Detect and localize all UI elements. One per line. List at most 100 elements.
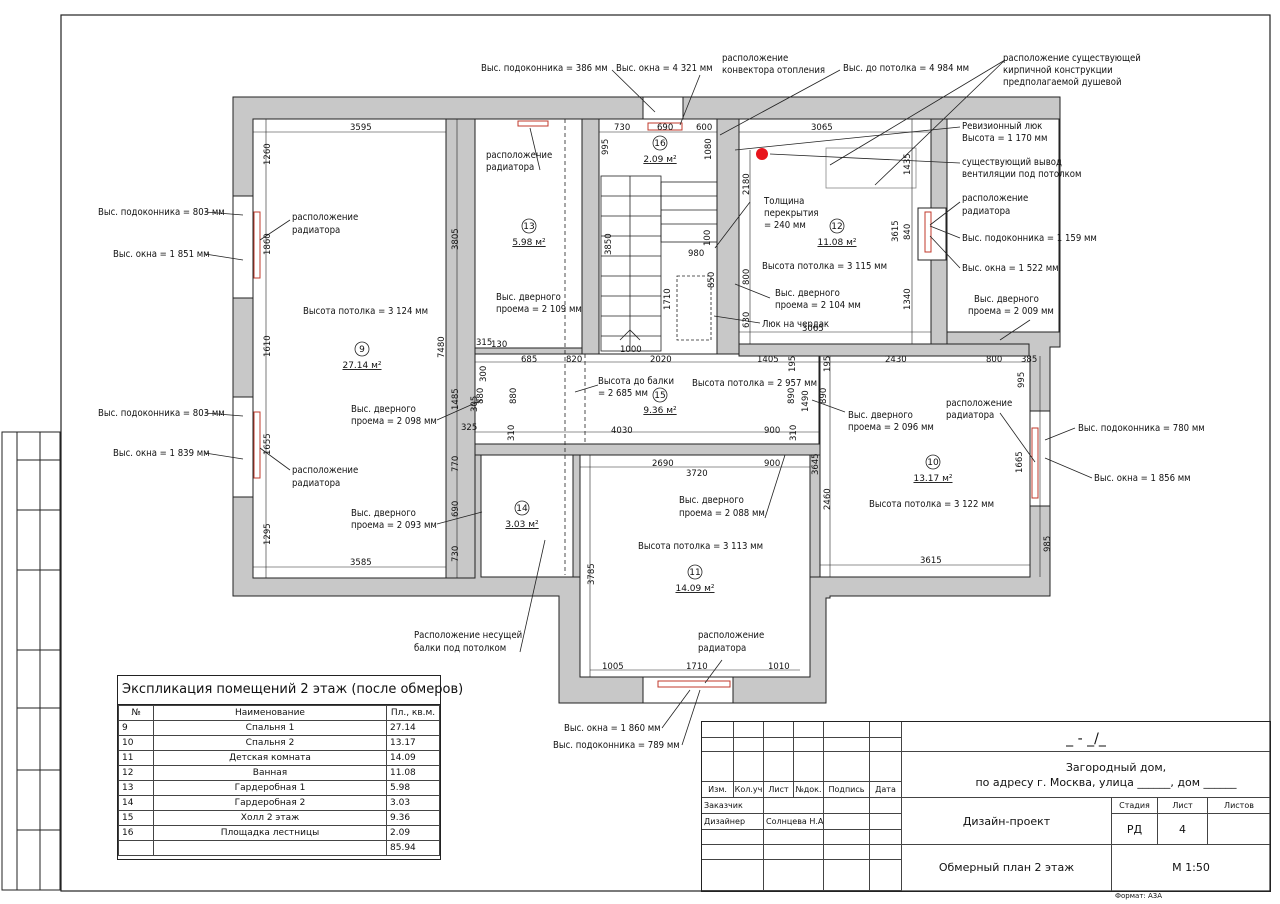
room-10 [819, 355, 1031, 578]
svg-text:14.09 м²: 14.09 м² [675, 584, 714, 594]
designer-name: Солнцева Н.А. [764, 814, 824, 830]
svg-text:800: 800 [742, 269, 752, 285]
svg-text:Высота потолка = 3 122 мм: Высота потолка = 3 122 мм [869, 499, 994, 510]
title-block: Изм. Кол.уч Лист №док. Подпись Дата Зака… [701, 721, 1271, 892]
svg-text:Выс. дверного: Выс. дверного [679, 495, 744, 506]
svg-text:расположение: расположение [486, 150, 552, 161]
svg-text:880: 880 [509, 388, 519, 404]
svg-text:расположение: расположение [722, 53, 788, 64]
svg-text:Выс. дверного: Выс. дверного [496, 292, 561, 303]
svg-text:820: 820 [566, 355, 582, 365]
address-line-2: по адресу г. Москва, улица ______, дом _… [975, 776, 1237, 789]
svg-text:1860: 1860 [263, 233, 273, 255]
room-11 [579, 454, 811, 678]
svg-text:Выс. окна = 1 522 мм: Выс. окна = 1 522 мм [962, 263, 1059, 274]
room-number: 9 [359, 345, 365, 355]
svg-text:12: 12 [831, 222, 842, 232]
col-header-area: Пл., кв.м. [386, 705, 440, 721]
svg-text:Выс. окна = 1 860 мм: Выс. окна = 1 860 мм [564, 723, 661, 734]
svg-text:3065: 3065 [802, 324, 824, 334]
svg-text:730: 730 [614, 123, 630, 133]
svg-text:расположение: расположение [946, 398, 1012, 409]
svg-text:3615: 3615 [891, 220, 901, 242]
dimension-labels: 3595 3585 1260 1860 1610 1655 1295 3805 … [263, 123, 1053, 672]
svg-text:2460: 2460 [823, 488, 833, 510]
svg-text:расположение: расположение [698, 630, 764, 641]
svg-text:Выс. окна = 1 851 мм: Выс. окна = 1 851 мм [113, 249, 210, 260]
room-13 [474, 118, 583, 349]
svg-text:проема = 2 009 мм: проема = 2 009 мм [968, 306, 1054, 317]
svg-text:радиатора: радиатора [698, 643, 746, 654]
format-label: Формат: А3А [1115, 892, 1163, 900]
svg-text:1665: 1665 [1015, 451, 1025, 473]
stage-header: Стадия [1112, 798, 1158, 814]
ventilation-outlet-marker [756, 148, 768, 160]
svg-text:3720: 3720 [686, 469, 708, 479]
svg-text:310: 310 [507, 425, 517, 441]
svg-text:проема = 2 098 мм: проема = 2 098 мм [351, 416, 437, 427]
svg-text:300: 300 [479, 366, 489, 382]
room-tag-16: 16 2.09 м² [643, 135, 677, 165]
svg-text:1610: 1610 [263, 335, 273, 357]
svg-text:730: 730 [451, 546, 461, 562]
svg-text:13.17 м²: 13.17 м² [913, 474, 952, 484]
svg-text:14: 14 [516, 504, 528, 514]
svg-text:630: 630 [742, 312, 752, 328]
svg-text:985: 985 [1043, 536, 1053, 552]
svg-text:Толщина: Толщина [763, 196, 804, 207]
svg-text:Выс. окна = 4 321 мм: Выс. окна = 4 321 мм [616, 63, 713, 74]
svg-text:1080: 1080 [704, 138, 714, 160]
sheet-frame [60, 14, 1271, 892]
svg-text:перекрытия: перекрытия [764, 208, 819, 219]
svg-text:проема = 2 104 мм: проема = 2 104 мм [775, 300, 861, 311]
svg-text:кирпичной конструкции: кирпичной конструкции [1003, 65, 1113, 76]
svg-text:2180: 2180 [742, 173, 752, 195]
sheet-header: Лист [1158, 798, 1208, 814]
svg-text:195: 195 [788, 356, 798, 372]
svg-text:проема = 2 088 мм: проема = 2 088 мм [679, 508, 765, 519]
svg-text:315: 315 [476, 338, 492, 348]
shower-structure [825, 147, 917, 189]
svg-text:Выс. окна = 1 839 мм: Выс. окна = 1 839 мм [113, 448, 210, 459]
svg-text:690: 690 [451, 501, 461, 517]
svg-text:15: 15 [654, 391, 665, 401]
svg-text:расположение существующей: расположение существующей [1003, 53, 1141, 64]
svg-text:Высота потолка = 3 113 мм: Высота потолка = 3 113 мм [638, 541, 763, 552]
svg-text:2.09 м²: 2.09 м² [643, 155, 677, 165]
col-header-num: № [118, 705, 154, 721]
svg-text:325: 325 [461, 423, 477, 433]
svg-text:проема = 2 093 мм: проема = 2 093 мм [351, 520, 437, 531]
svg-text:1710: 1710 [686, 662, 708, 672]
svg-text:3615: 3615 [920, 556, 942, 566]
svg-text:Выс. подоконника = 789 мм: Выс. подоконника = 789 мм [553, 740, 680, 751]
col-list: Лист [764, 782, 794, 798]
stage-value: РД [1112, 814, 1158, 845]
svg-text:Выс. дверного: Выс. дверного [974, 294, 1039, 305]
svg-text:радиатора: радиатора [946, 410, 994, 421]
svg-text:11.08 м²: 11.08 м² [817, 238, 856, 248]
svg-text:1010: 1010 [768, 662, 790, 672]
address-line-1: Загородный дом, [1065, 761, 1167, 774]
svg-text:3595: 3595 [350, 123, 372, 133]
binding-strip [1, 431, 61, 891]
svg-text:10: 10 [927, 458, 939, 468]
room-tag-13: 13 5.98 м² [512, 218, 546, 248]
svg-text:Высота потолка = 2 957 мм: Высота потолка = 2 957 мм [692, 378, 817, 389]
svg-text:1405: 1405 [757, 355, 779, 365]
svg-text:995: 995 [601, 139, 611, 155]
svg-text:13: 13 [523, 222, 534, 232]
svg-text:1435: 1435 [903, 153, 913, 175]
svg-text:существующий вывод: существующий вывод [962, 157, 1062, 168]
svg-text:Выс. подоконника = 1 159 мм: Выс. подоконника = 1 159 мм [962, 233, 1097, 244]
svg-text:690: 690 [657, 123, 673, 133]
svg-text:расположение: расположение [292, 465, 358, 476]
svg-text:3805: 3805 [451, 228, 461, 250]
room-tag-15: 15 9.36 м² Высота потолка = 2 957 мм [643, 378, 817, 416]
room-tag-9: 9 27.14 м² Высота потолка = 3 124 мм [303, 306, 428, 371]
svg-text:100: 100 [703, 230, 713, 246]
svg-text:вентиляции под потолком: вентиляции под потолком [962, 169, 1081, 180]
svg-text:проема = 2 109 мм: проема = 2 109 мм [496, 304, 582, 315]
room-explication-table: Экспликация помещений 2 этаж (после обме… [117, 675, 463, 860]
